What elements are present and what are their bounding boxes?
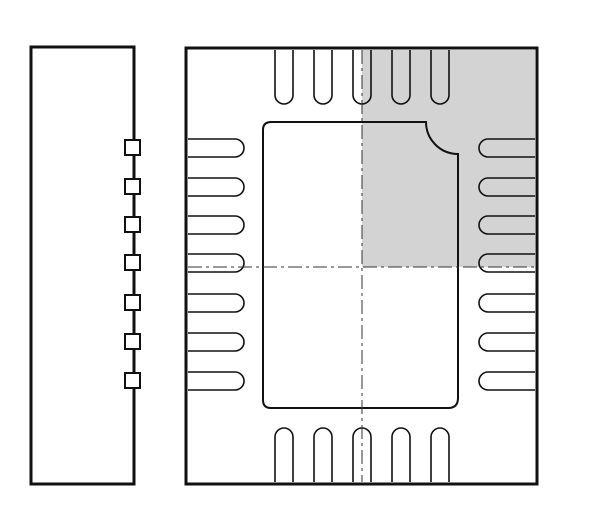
right-lead-1 bbox=[478, 138, 535, 158]
right-lead-6 bbox=[478, 332, 535, 352]
right-lead-3 bbox=[478, 215, 535, 235]
bottom-lead-2 bbox=[313, 427, 333, 482]
left-lead-3 bbox=[188, 215, 245, 235]
side-view-leads bbox=[124, 139, 141, 389]
bottom-lead-5 bbox=[430, 427, 450, 482]
right-lead-2 bbox=[478, 177, 535, 197]
bottom-view-leads bbox=[188, 50, 535, 482]
side-lead-6 bbox=[124, 333, 141, 350]
left-lead-7 bbox=[188, 371, 245, 391]
side-lead-3 bbox=[124, 216, 141, 233]
left-lead-6 bbox=[188, 332, 245, 352]
side-view bbox=[29, 45, 141, 486]
side-lead-7 bbox=[124, 372, 141, 389]
right-lead-4 bbox=[478, 253, 535, 273]
bottom-view-body bbox=[184, 46, 539, 486]
side-lead-2 bbox=[124, 178, 141, 195]
side-lead-4 bbox=[124, 254, 141, 271]
left-lead-4 bbox=[188, 253, 245, 273]
top-lead-4 bbox=[391, 50, 411, 105]
left-lead-1 bbox=[188, 138, 245, 158]
right-lead-5 bbox=[478, 293, 535, 313]
top-lead-2 bbox=[313, 50, 333, 105]
top-lead-1 bbox=[274, 50, 294, 105]
right-lead-7 bbox=[478, 371, 535, 391]
side-view-body bbox=[29, 45, 136, 486]
side-lead-5 bbox=[124, 294, 141, 311]
bottom-view bbox=[184, 46, 539, 486]
side-lead-1 bbox=[124, 139, 141, 156]
bottom-lead-4 bbox=[391, 427, 411, 482]
left-lead-5 bbox=[188, 293, 245, 313]
exposed-pad bbox=[262, 121, 459, 409]
top-lead-5 bbox=[430, 50, 450, 105]
left-lead-2 bbox=[188, 177, 245, 197]
bottom-lead-1 bbox=[274, 427, 294, 482]
